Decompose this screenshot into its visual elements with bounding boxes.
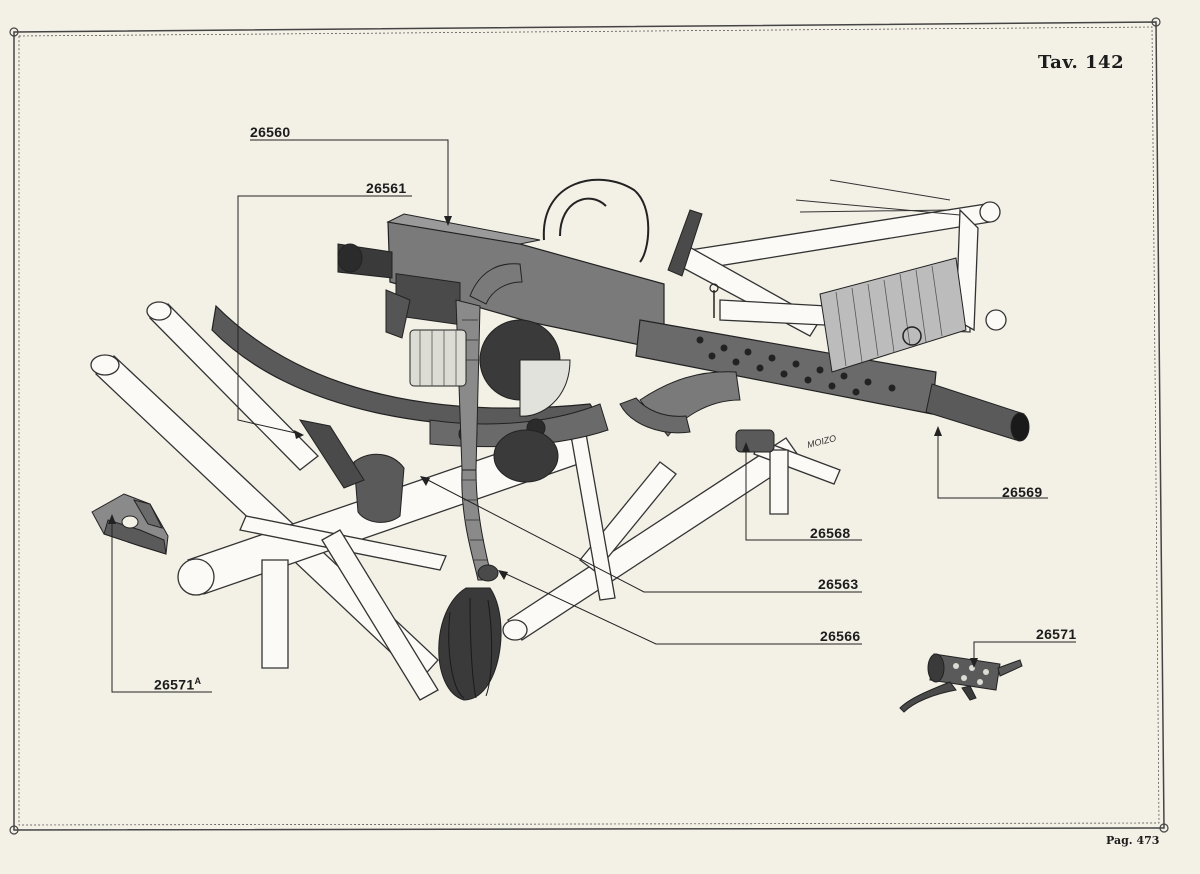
callout-26561: 26561 [366, 180, 407, 196]
gun-mount-assembly [211, 178, 1030, 701]
artist-signature: MOIZO [806, 433, 837, 450]
callout-26571a-suffix: A [194, 676, 202, 686]
callout-26571a-number: 26571 [154, 676, 195, 693]
page-number: Pag. 473 [1106, 834, 1160, 847]
callout-26569: 26569 [1002, 484, 1043, 500]
page-frame [9, 17, 1169, 835]
detail-grip-26571 [899, 653, 1023, 713]
callout-26566: 26566 [820, 628, 861, 644]
callout-26560: 26560 [250, 124, 291, 140]
callout-26563: 26563 [818, 576, 859, 592]
callout-26571: 26571 [1036, 626, 1077, 642]
detail-bracket-26571a [91, 493, 169, 555]
callout-26571a: 26571A [154, 676, 201, 693]
plate-title: Tav. 142 [1038, 52, 1125, 73]
leader-arrowheads [108, 216, 978, 668]
leader-lines [111, 139, 1076, 693]
callout-26568: 26568 [810, 525, 851, 541]
